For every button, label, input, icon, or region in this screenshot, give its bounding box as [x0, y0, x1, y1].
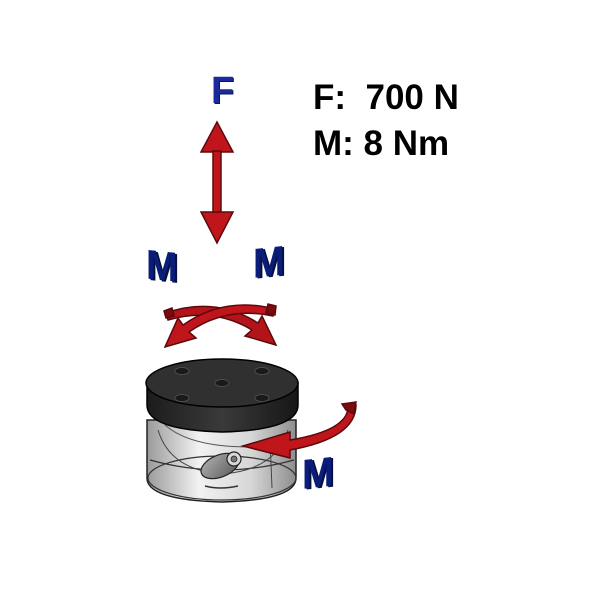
- torsion-moment-arrow-icon: [240, 401, 357, 459]
- mounting-hole: [214, 379, 230, 387]
- force-double-arrow-icon: [199, 120, 235, 245]
- force-spec-text: F: 700 N: [313, 78, 459, 117]
- mounting-hole: [254, 394, 270, 402]
- tilt-moment-label-right: M: [253, 238, 285, 288]
- torsion-moment-label: M: [302, 449, 334, 499]
- tilt-moment-arrows-icon: [163, 303, 278, 349]
- mounting-hole: [174, 394, 190, 402]
- mounting-hole: [254, 367, 270, 375]
- mounting-plate: [145, 358, 299, 433]
- moment-spec-text: M: 8 Nm: [313, 124, 450, 163]
- mounting-hole: [174, 367, 190, 375]
- force-label: F: [211, 70, 235, 112]
- connector-plug-icon: [200, 451, 242, 480]
- tilt-moment-label-left: M: [146, 242, 178, 292]
- sensor-body: [146, 419, 297, 503]
